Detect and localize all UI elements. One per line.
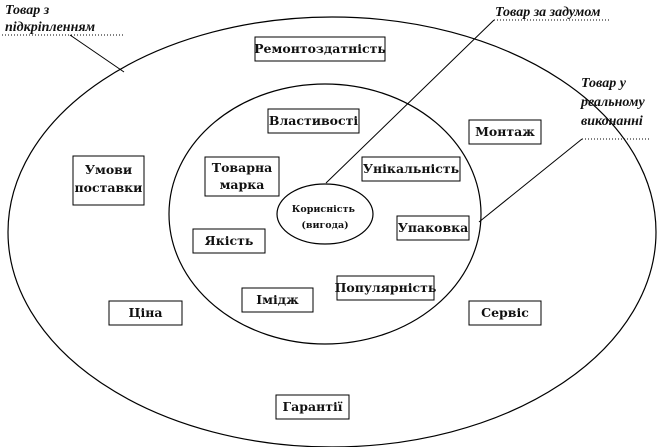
actual-label-line-2: реальному (580, 95, 645, 110)
box-quality: Якість (192, 228, 266, 254)
core-product-ring (276, 183, 374, 245)
core-label-line-2: (вигода) (301, 220, 348, 231)
concept-label-line-1: Товар за задумом (495, 5, 601, 20)
actual-product-label: Товар у реальному виконанні (580, 76, 648, 129)
box-image: Імідж (241, 287, 314, 313)
box-popularity: Популярність (335, 275, 437, 301)
box-repairability-label: Ремонтоздатність (254, 41, 386, 56)
core-product-label: Корисність (вигода) (292, 204, 358, 231)
box-packaging-label: Упаковка (398, 220, 469, 235)
box-image-label: Імідж (256, 292, 299, 307)
box-service: Сервіс (468, 300, 542, 326)
augmented-product-label: Товар з підкріпленням (5, 3, 96, 35)
augmented-leader-line (69, 34, 125, 73)
augmented-label-line-1: Товар з (5, 3, 50, 18)
concept-leader-line (325, 19, 495, 184)
box-popularity-label: Популярність (335, 280, 437, 295)
box-delivery-terms-label-line-1: Умови (85, 162, 132, 177)
box-price: Ціна (108, 300, 183, 326)
box-guarantees-label: Гарантії (283, 399, 343, 414)
actual-label-line-1: Товар у (581, 76, 627, 91)
box-brand: Товарна марка (204, 156, 280, 197)
box-delivery-terms: Умови поставки (72, 155, 145, 206)
box-service-label: Сервіс (481, 305, 529, 320)
box-guarantees: Гарантії (275, 394, 350, 420)
box-packaging: Упаковка (396, 215, 470, 241)
box-properties: Властивості (267, 108, 360, 134)
box-repairability: Ремонтоздатність (254, 36, 386, 62)
box-properties-label: Властивості (269, 113, 358, 128)
box-uniqueness-label: Унікальність (363, 161, 459, 176)
box-quality-label: Якість (205, 233, 254, 248)
box-uniqueness: Унікальність (361, 156, 461, 182)
box-installation: Монтаж (468, 119, 542, 145)
augmented-label-line-2: підкріпленням (5, 20, 96, 35)
box-brand-label-line-1: Товарна (212, 160, 272, 175)
core-label-line-1: Корисність (292, 204, 356, 215)
box-price-label: Ціна (128, 305, 162, 320)
box-brand-label-line-2: марка (220, 177, 265, 192)
box-delivery-terms-label-line-2: поставки (75, 180, 143, 195)
concept-product-label: Товар за задумом (495, 5, 601, 20)
actual-label-line-3: виконанні (581, 114, 643, 129)
box-installation-label: Монтаж (475, 124, 535, 139)
actual-leader-line (478, 138, 583, 223)
